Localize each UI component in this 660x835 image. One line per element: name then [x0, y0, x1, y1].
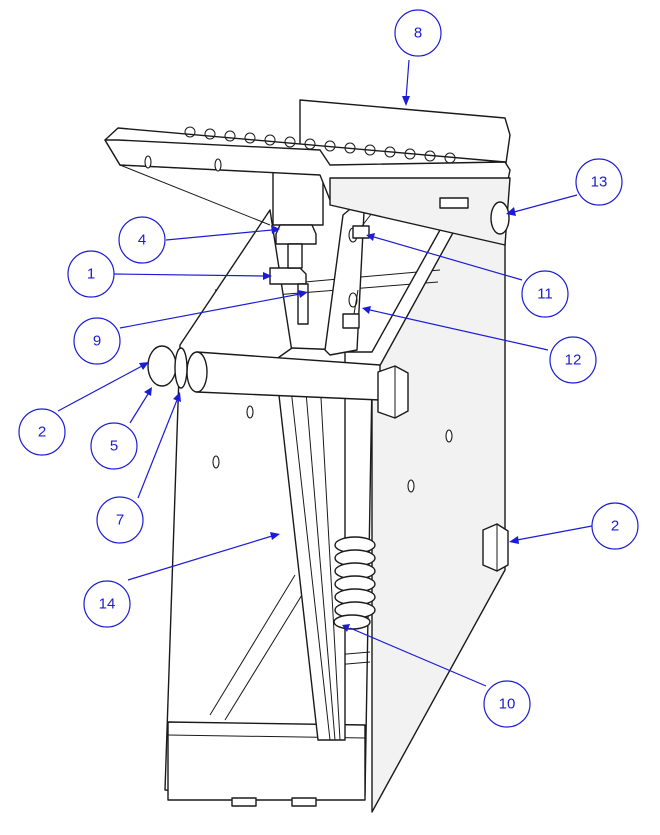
stop-nut-4 [275, 224, 317, 245]
assembly-geometry [104, 99, 511, 813]
callout-1: 1 [67, 250, 115, 298]
hex-nut-shaft [377, 365, 409, 419]
svg-text:2: 2 [38, 424, 46, 441]
callout-11: 11 [521, 270, 569, 318]
svg-text:5: 5 [110, 438, 118, 455]
callout-7: 7 [96, 496, 144, 544]
callout-8: 8 [394, 9, 442, 57]
tread-bumps [184, 126, 456, 164]
callout-14: 14 [83, 580, 131, 628]
callout-13: 13 [575, 158, 623, 206]
svg-text:4: 4 [138, 232, 146, 249]
stop-nut-1 [269, 267, 307, 285]
svg-text:7: 7 [116, 512, 124, 529]
svg-text:9: 9 [93, 333, 101, 350]
svg-text:8: 8 [414, 25, 422, 42]
callout-2-left: 2 [18, 408, 66, 456]
callout-5: 5 [90, 422, 138, 470]
svg-text:1: 1 [87, 266, 95, 283]
callout-bubbles: 8 13 4 11 1 9 12 2 [18, 9, 639, 728]
svg-text:12: 12 [565, 352, 582, 369]
hex-nut-side [482, 523, 509, 572]
svg-text:13: 13 [591, 174, 608, 191]
svg-text:2: 2 [611, 518, 619, 535]
base-block [167, 721, 366, 801]
callout-12: 12 [549, 336, 597, 384]
spring [333, 536, 376, 630]
side-cap [490, 201, 510, 235]
callout-leaders [57, 59, 593, 687]
callout-9: 9 [73, 317, 121, 365]
svg-text:10: 10 [499, 696, 516, 713]
callout-10: 10 [483, 680, 531, 728]
svg-text:14: 14 [99, 596, 116, 613]
callout-4: 4 [118, 216, 166, 264]
svg-text:11: 11 [537, 286, 553, 303]
right-side-plate [371, 189, 506, 813]
callout-2-right: 2 [591, 502, 639, 550]
